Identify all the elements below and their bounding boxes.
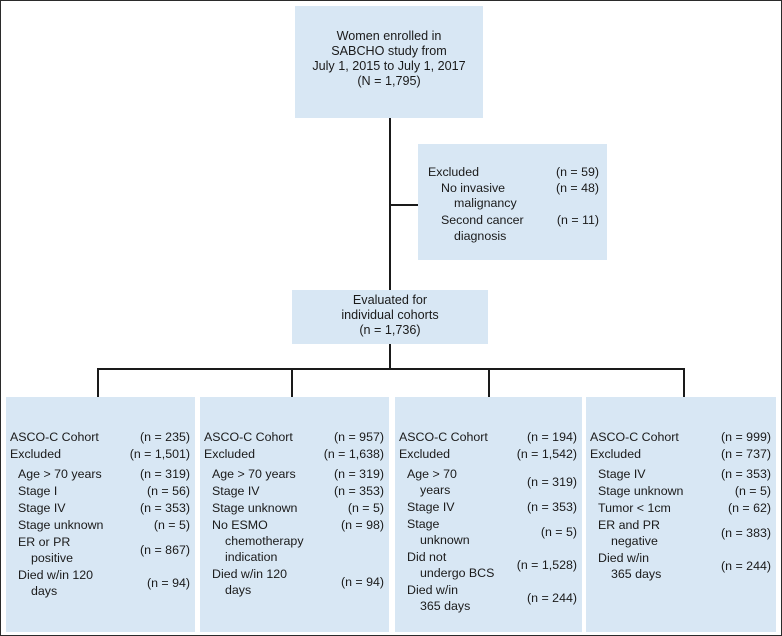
reason-label-line: No invasive [441,181,506,195]
cohort-excluded-count: (n = 737) [721,447,771,461]
exclusion-reason-value-count: (n = 353) [140,501,190,515]
exclusion-reason-line-label: years [420,483,451,497]
exclusion-reason-line-label: Died w/in 120 [18,568,94,582]
exclusion-reason-line-label: indication [225,550,278,564]
connector-horizontal-bar [97,368,685,370]
cohort-excluded-label: Excluded [204,447,255,461]
cohort-title-label: ASCO-C Cohort [10,430,99,444]
exclusion-reason-value-count: (n = 94) [146,576,190,590]
cohort-box: ASCO-C Cohort (n = 235) Excluded (n = 1,501… [6,397,195,632]
exclusion-reason-value-count: (n = 62) [727,501,771,515]
exclusion-reason-line-label: Stage unknown [212,501,298,515]
cohort-title-count: (n = 194) [527,430,577,444]
evaluated-line: Evaluated for [352,293,428,307]
exclusion-reason-line-label: days [225,583,252,597]
exclusion-reason-value-count: (n = 867) [140,543,190,557]
cohort-excluded-count: (n = 1,638) [323,447,384,461]
reason-label-line: Second cancer [441,213,524,227]
exclusion-reason-value-count: (n = 5) [153,518,190,532]
excluded-label: Excluded [428,165,479,179]
exclusion-reason-value-count: (n = 5) [734,484,771,498]
exclusion-reason-line-label: 365 days [611,567,662,581]
excluded-initial-box: Excluded (n = 59) No invasive (n = 48) m… [418,144,607,260]
exclusion-reason-line-label: Did not [407,550,447,564]
exclusion-reason-value-count: (n = 383) [721,526,771,540]
enrolled-box: Women enrolled in SABCHO study from July… [295,6,483,118]
enrolled-line: SABCHO study from [331,44,447,58]
exclusion-reason-value-count: (n = 56) [146,484,190,498]
reason-count: (n = 11) [556,213,599,227]
exclusion-reason-line-label: chemotherapy [225,534,304,548]
connector-to-excluded [389,204,418,206]
evaluated-line: (n = 1,736) [359,323,421,337]
exclusion-reason-value-count: (n = 1,528) [516,558,577,572]
exclusion-reason-value-count: (n = 319) [334,467,384,481]
excluded-count: (n = 59) [555,165,599,179]
exclusion-reason-line-label: Died w/in [407,583,458,597]
exclusion-reason-line-label: ER and PR [598,518,660,532]
cohort-box: ASCO-C Cohort (n = 999) Excluded (n = 737) S… [586,397,776,632]
exclusion-reason-value-count: (n = 353) [334,484,384,498]
exclusion-reason-line-label: Stage [407,517,440,531]
exclusion-reason-value-count: (n = 98) [340,518,384,532]
exclusion-reason-line-label: Stage unknown [18,518,104,532]
connector-to-cohort-1 [97,368,99,397]
cohort-title-count: (n = 235) [140,430,190,444]
exclusion-reason-line-label: Age > 70 [407,467,457,481]
exclusion-reason-value-count: (n = 319) [527,475,577,489]
connector-to-cohort-3 [488,368,490,397]
cohort-excluded-label: Excluded [10,447,61,461]
cohort-title-count: (n = 999) [721,430,771,444]
cohort-title-label: ASCO-C Cohort [399,430,488,444]
cohort-title-label: ASCO-C Cohort [204,430,293,444]
exclusion-reason-line-label: Stage IV [212,484,260,498]
exclusion-reason-value-count: (n = 353) [721,467,771,481]
reason-label-line: diagnosis [454,229,507,243]
exclusion-reason-value-count: (n = 319) [140,467,190,481]
cohort-excluded-count: (n = 1,542) [516,447,577,461]
exclusion-reason-line-label: 365 days [420,599,471,613]
exclusion-reason-line-label: undergo BCS [420,566,495,580]
enrolled-line: (N = 1,795) [357,74,421,88]
exclusion-reason-line-label: Age > 70 years [212,467,296,481]
exclusion-reason-line-label: No ESMO [212,518,268,532]
enrolled-line: July 1, 2015 to July 1, 2017 [312,59,466,73]
connector-to-cohort-2 [291,368,293,397]
exclusion-reason-line-label: Age > 70 years [18,467,102,481]
evaluated-line: individual cohorts [341,308,439,322]
exclusion-reason-value-count: (n = 353) [527,500,577,514]
exclusion-reason-line-label: ER or PR [18,535,71,549]
exclusion-reason-line-label: unknown [420,533,470,547]
exclusion-reason-line-label: Tumor < 1cm [598,501,671,515]
exclusion-reason-value-count: (n = 94) [340,575,384,589]
exclusion-reason-line-label: Stage IV [407,500,455,514]
reason-label-line: malignancy [454,196,517,210]
exclusion-reason-line-label: Stage unknown [598,484,684,498]
exclusion-reason-line-label: negative [611,534,658,548]
exclusion-reason-line-label: Died w/in 120 [212,567,288,581]
connector-to-cohort-4 [683,368,685,397]
exclusion-reason-value-count: (n = 244) [721,559,771,573]
evaluated-box: Evaluated for individual cohorts (n = 1,… [292,290,488,344]
cohort-excluded-label: Excluded [590,447,641,461]
cohort-title-count: (n = 957) [334,430,384,444]
reason-count: (n = 48) [555,181,599,195]
exclusion-reason-line-label: days [31,584,58,598]
enrolled-line: Women enrolled in [336,29,442,43]
exclusion-reason-line-label: Stage IV [18,501,66,515]
exclusion-reason-value-count: (n = 5) [347,501,384,515]
cohort-title-label: ASCO-C Cohort [590,430,679,444]
exclusion-reason-value-count: (n = 244) [527,591,577,605]
exclusion-reason-line-label: Died w/in [598,551,649,565]
exclusion-reason-value-count: (n = 5) [540,525,577,539]
exclusion-reason-line-label: positive [31,551,74,565]
cohort-excluded-label: Excluded [399,447,450,461]
cohort-box: ASCO-C Cohort (n = 957) Excluded (n = 1,638… [200,397,389,632]
cohort-box: ASCO-C Cohort (n = 194) Excluded (n = 1,542… [395,397,582,632]
exclusion-reason-line-label: Stage I [18,484,58,498]
cohort-excluded-count: (n = 1,501) [129,447,190,461]
connector-evaluated-down [389,344,391,369]
exclusion-reason-line-label: Stage IV [598,467,646,481]
